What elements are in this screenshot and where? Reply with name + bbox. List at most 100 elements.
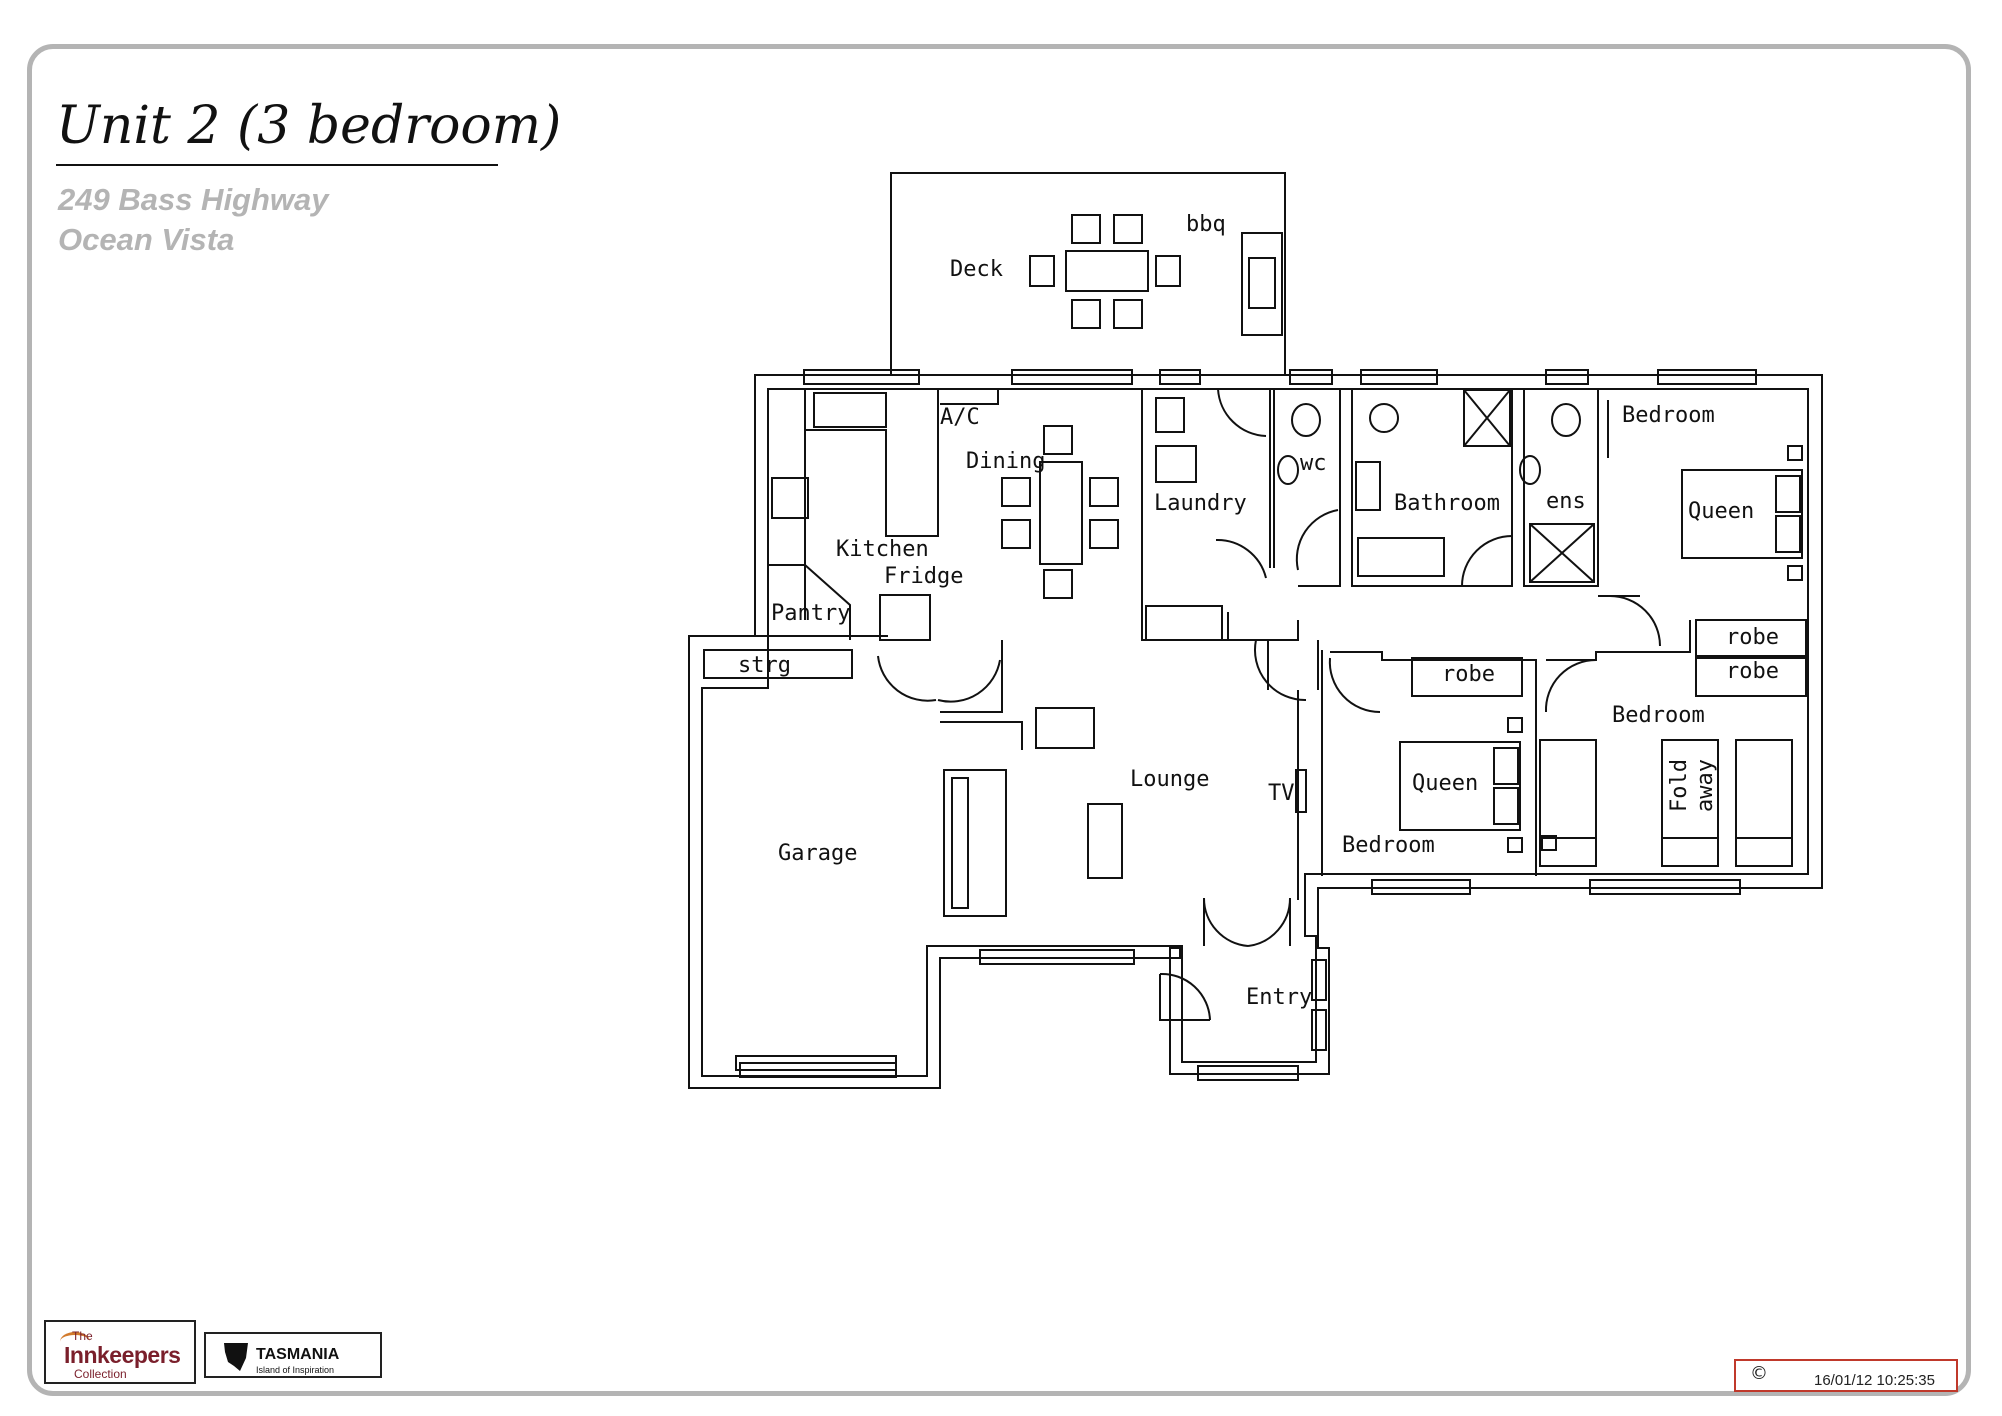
label-bedroom-mid: Bedroom xyxy=(1342,833,1435,858)
laundry-bench xyxy=(1145,605,1223,641)
innkeepers-the: The xyxy=(72,1329,93,1343)
single-bed xyxy=(1539,739,1597,867)
tasmania-map-icon xyxy=(224,1343,248,1371)
shower-cross xyxy=(1529,523,1595,583)
label-dining: Dining xyxy=(966,449,1045,474)
bedside-table xyxy=(1787,565,1803,581)
window xyxy=(1159,369,1201,385)
label-fold: Fold xyxy=(1667,759,1692,812)
door-swing xyxy=(1159,972,1211,1021)
cooktop xyxy=(771,477,809,519)
sofa xyxy=(943,769,1007,917)
label-ac: A/C xyxy=(940,405,980,430)
window xyxy=(1011,369,1133,385)
label-robe-right-2: robe xyxy=(1726,659,1779,684)
dining-chair xyxy=(1043,569,1073,599)
dining-chair xyxy=(1089,519,1119,549)
door-swing xyxy=(1202,897,1249,947)
label-bedroom-right: Bedroom xyxy=(1612,703,1705,728)
window xyxy=(1197,1065,1299,1081)
lounge-wall xyxy=(940,640,1299,900)
pillow xyxy=(1493,747,1519,785)
label-ens: ens xyxy=(1546,489,1586,514)
door-swing xyxy=(1215,538,1267,579)
window xyxy=(1311,959,1327,1001)
copyright-icon: © xyxy=(1750,1363,1768,1384)
window xyxy=(1360,369,1438,385)
dining-chair xyxy=(1089,477,1119,507)
tasmania-name: TASMANIA xyxy=(256,1346,340,1363)
door-swing xyxy=(1247,897,1292,947)
door-swing xyxy=(877,655,937,702)
tv-unit xyxy=(1295,769,1307,813)
window xyxy=(1545,369,1589,385)
pillow xyxy=(1775,475,1801,513)
label-fridge: Fridge xyxy=(884,564,963,589)
tasmania-tagline: Island of Inspiration xyxy=(256,1365,335,1375)
label-tv: TV xyxy=(1268,781,1295,806)
label-deck: Deck xyxy=(950,257,1003,282)
laundry-wall xyxy=(1228,620,1299,641)
label-laundry: Laundry xyxy=(1154,491,1247,516)
label-strg: strg xyxy=(738,653,791,678)
bedside-table xyxy=(1541,835,1557,851)
ens-basin xyxy=(1519,455,1541,485)
wc-wall xyxy=(1273,389,1341,587)
page-frame xyxy=(27,44,1971,1396)
robe-right-1 xyxy=(1695,619,1807,657)
label-bbq: bbq xyxy=(1186,212,1226,237)
label-pantry: Pantry xyxy=(771,601,850,626)
robe-mid xyxy=(1411,657,1523,697)
coffee-table xyxy=(1087,803,1123,879)
door-swing xyxy=(1609,595,1661,647)
label-away: away xyxy=(1693,759,1718,812)
ens-toilet xyxy=(1551,403,1581,437)
pantry-wall xyxy=(768,564,851,640)
address-line-2: Ocean Vista xyxy=(58,222,235,257)
window xyxy=(1657,369,1757,385)
window xyxy=(1289,369,1333,385)
bathtub xyxy=(1357,537,1445,577)
pillow xyxy=(1661,837,1719,867)
door-swing xyxy=(1217,388,1267,437)
innkeepers-name: Innkeepers xyxy=(64,1342,181,1368)
timestamp-box: © 16/01/12 10:25:35 xyxy=(1734,1359,1958,1392)
queen-bed-main xyxy=(1681,469,1803,559)
house-inner-wall xyxy=(701,388,1809,1077)
bathroom-wall xyxy=(1351,389,1513,587)
label-lounge: Lounge xyxy=(1130,767,1209,792)
bedside-table xyxy=(1507,717,1523,733)
entry-wall xyxy=(1203,898,1291,946)
bedroom-mid-wall xyxy=(1330,651,1537,876)
window xyxy=(979,949,1135,965)
ens-shower xyxy=(1529,523,1595,583)
label-robe-mid: robe xyxy=(1442,662,1495,687)
dining-chair xyxy=(1001,519,1031,549)
pillow xyxy=(1775,515,1801,553)
pillow xyxy=(1493,787,1519,825)
fridge xyxy=(879,594,931,641)
door-swing xyxy=(1254,639,1307,702)
bbq-grill xyxy=(1248,257,1276,309)
bedside-table xyxy=(1787,445,1803,461)
kitchen-wall xyxy=(702,389,888,637)
wc-toilet xyxy=(1291,403,1321,437)
pillow xyxy=(1735,837,1793,867)
door-swing xyxy=(1295,509,1339,571)
entry-closet xyxy=(1159,974,1210,1021)
label-robe-right-1: robe xyxy=(1726,625,1779,650)
laundry-tub xyxy=(1155,397,1185,433)
deck-chair xyxy=(1113,214,1143,244)
deck-chair xyxy=(1071,299,1101,329)
house-outer-wall xyxy=(688,374,1823,1089)
deck-chair xyxy=(1029,255,1055,287)
ac-unit xyxy=(940,388,999,405)
window xyxy=(803,369,920,385)
title-underline xyxy=(56,164,498,166)
kitchen-sink xyxy=(813,392,887,428)
bathroom-basin xyxy=(1355,461,1381,511)
label-queen-mid: Queen xyxy=(1412,771,1478,796)
washing-machine xyxy=(1155,445,1197,483)
innkeepers-sub: Collection xyxy=(74,1367,127,1381)
